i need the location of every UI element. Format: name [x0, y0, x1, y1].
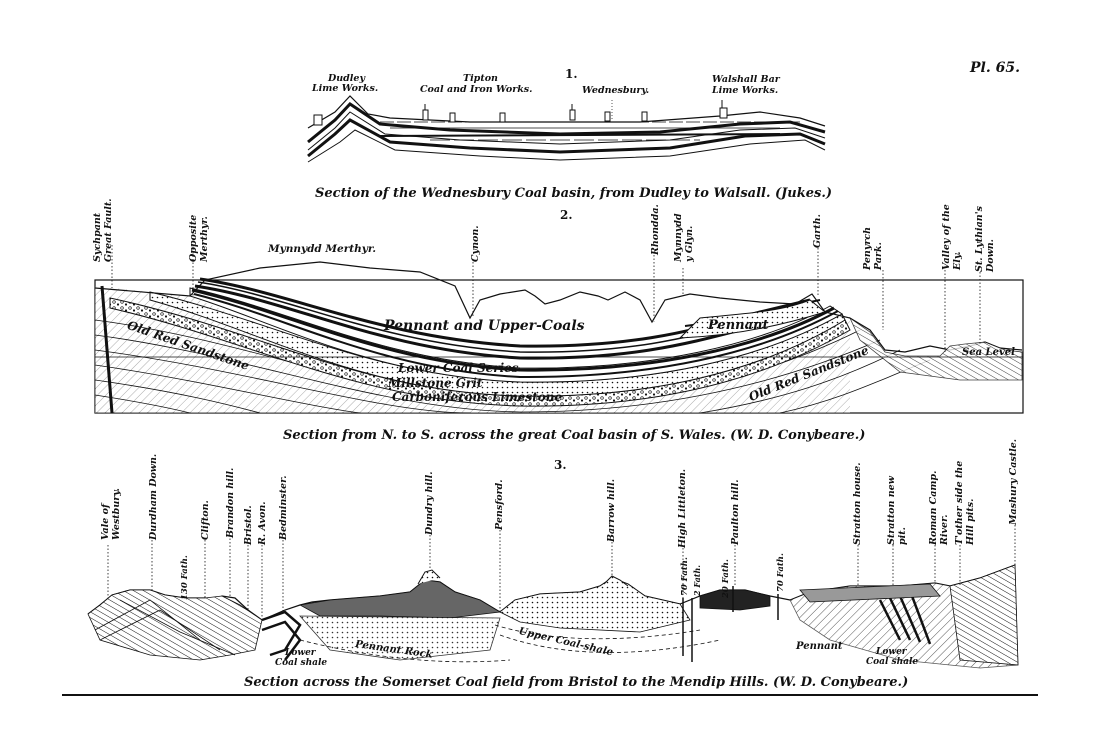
- fig2-number: 2.: [560, 208, 573, 222]
- fig3-vlabel-barrow: Barrow hill.: [606, 478, 617, 542]
- fig3-stratum-coal-shale-left: Coal shale: [275, 658, 328, 668]
- fig1-label-tipton-works: Coal and Iron Works.: [420, 84, 533, 95]
- fig1-number: 1.: [565, 67, 578, 81]
- fig2-vlabel-garth: Garth.: [812, 214, 823, 248]
- fig3-vlabel-roman-camp: Roman Camp.River.: [928, 470, 950, 545]
- fig3-stratum-lower-left: Lower: [285, 648, 316, 658]
- fig2-stratum-millstone: Millstone Grit: [388, 376, 483, 390]
- fig3-depth-130: 130 Fath.: [180, 555, 190, 600]
- fig3-number: 3.: [554, 458, 567, 472]
- fig3-stratum-pennant: Pennant: [796, 641, 843, 652]
- fig2-stratum-lower-coal: Lower Coal Series: [398, 361, 519, 375]
- fig1-label-wednesbury: Wednesbury.: [582, 85, 650, 96]
- fig1-label-walshall-lime: Lime Works.: [712, 85, 779, 96]
- fig3-vlabel-bristol: Bristol.: [243, 505, 254, 545]
- fig2-sea-level: Sea Level: [962, 347, 1015, 358]
- fig3-depth-2: 2 Fath.: [692, 564, 702, 596]
- plate-number: Pl. 65.: [970, 60, 1020, 76]
- fig3-stratum-coal-shale-right: Coal shale: [866, 657, 919, 667]
- fig3-stratum-lower-right: Lower: [876, 647, 907, 657]
- fig3-vlabel-high-littleton: High Littleton.: [677, 468, 688, 548]
- fig3-vlabel-durdham: Durdham Down.: [148, 453, 159, 540]
- fig3-section: [87, 525, 1019, 669]
- fig2-stratum-carboniferous: Carboniferous Limestone: [392, 390, 563, 404]
- fig3-vlabel-stratton-house: Stratton house.: [852, 462, 863, 545]
- fig3-vlabel-bedminster: Bedminster.: [278, 475, 289, 540]
- fig3-depth-70a: 70 Fath.: [680, 557, 690, 596]
- fig2-stratum-pennant-upper: Pennant and Upper-Coals: [384, 318, 585, 334]
- fig3-depth-20: 20 Fath.: [721, 559, 731, 598]
- fig3-vlabel-mashury: Mashury Castle.: [1008, 438, 1019, 525]
- fig2-label-mynnydd-merthyr: Mynnydd Merthyr.: [268, 243, 377, 255]
- fig3-vlabel-paulton: Paulton hill.: [730, 479, 741, 545]
- fig3-vlabel-clifton: Clifton.: [200, 500, 211, 540]
- fig2-vlabel-cynon: Cynon.: [470, 225, 481, 262]
- fig3-vlabel-avon: R. Avon.: [257, 501, 268, 545]
- fig3-vlabel-dundry: Dundry hill.: [424, 471, 435, 535]
- fig1-label-walshall: Walshall Bar: [712, 74, 780, 85]
- fig1-label-tipton: Tipton: [463, 73, 498, 84]
- fig1-caption: Section of the Wednesbury Coal basin, fr…: [315, 186, 833, 201]
- fig1-section: [307, 95, 826, 163]
- fig2-section: [94, 245, 1024, 414]
- fig3-vlabel-brandon: Brandon hill.: [225, 467, 236, 538]
- fig1-label-dudley-lime: Lime Works.: [312, 83, 379, 94]
- fig2-caption: Section from N. to S. across the great C…: [283, 428, 866, 443]
- fig1-label-dudley: Dudley: [328, 73, 365, 84]
- fig3-vlabel-pensford: Pensford.: [494, 479, 505, 530]
- fig3-caption: Section across the Somerset Coal field f…: [244, 675, 909, 690]
- fig2-stratum-pennant: Pennant: [708, 318, 769, 333]
- fig2-vlabel-rhondda: Rhondda.: [650, 204, 661, 255]
- fig3-depth-70b: 70 Fath.: [776, 553, 786, 592]
